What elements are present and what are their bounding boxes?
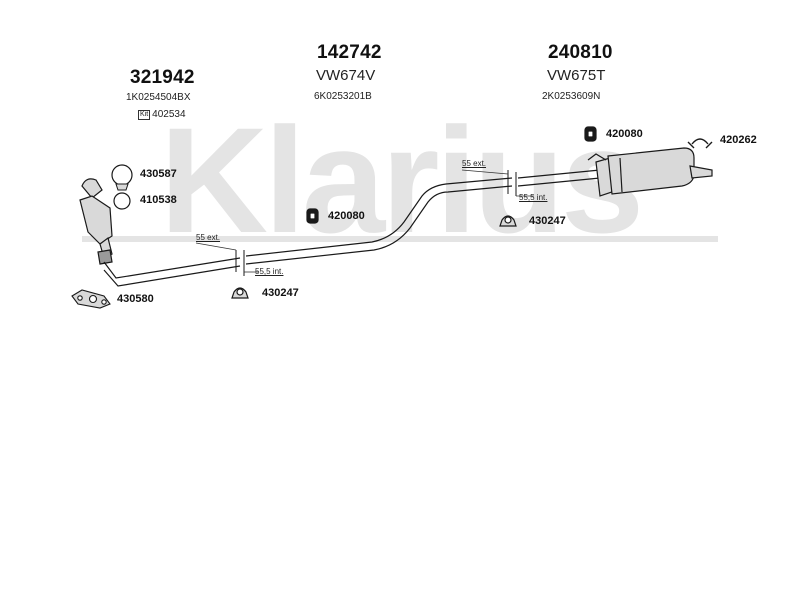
part-clamp-rear: 430247 [529, 215, 566, 227]
clamp-ring-bolt [115, 183, 129, 191]
kit-icon: Kit [138, 110, 151, 120]
part-clamp-front: 430247 [262, 287, 299, 299]
group-2-model: VW674V [316, 67, 376, 84]
front-pipe [103, 257, 241, 287]
group-3-code: 2K0253609N [542, 91, 601, 102]
dim-rear-int: 55,5 int. [519, 193, 548, 202]
rear-pipe [517, 169, 601, 187]
clamp-front-icon [231, 287, 249, 299]
group-3-model: VW675T [547, 67, 606, 84]
flange-gasket-icon [71, 289, 111, 309]
group-1-code: 1K0254504BX [126, 92, 191, 103]
dim-rear-ext: 55 ext. [462, 159, 487, 168]
dim-front-ext: 55 ext. [196, 233, 221, 242]
dim-front-int: 55,5 int. [255, 267, 284, 276]
part-clamp-ring: 430587 [140, 168, 177, 180]
dimension-leaders [195, 169, 534, 273]
part-hanger-rear: 420080 [606, 128, 643, 140]
group-2-number: 142742 [317, 42, 382, 63]
kit-number: 402534 [152, 109, 186, 120]
tail-hanger-icon [687, 138, 713, 149]
group-3-number: 240810 [548, 42, 613, 63]
part-hanger-middle: 420080 [328, 210, 365, 222]
clamp-ring-icon [111, 164, 133, 186]
group-1-number: 321942 [130, 67, 195, 88]
gasket-ring-icon [113, 192, 131, 210]
hanger-rear-icon [584, 126, 597, 142]
rear-silencer [595, 147, 713, 197]
part-gasket-ring: 410538 [140, 194, 177, 206]
hanger-middle-icon [306, 208, 319, 224]
catalytic-converter [79, 178, 113, 265]
part-tail-hanger: 420262 [720, 134, 757, 146]
middle-pipe [245, 177, 513, 265]
part-flange-gasket: 430580 [117, 293, 154, 305]
inlet-hanger [587, 153, 607, 161]
group-2-code: 6K0253201B [314, 91, 372, 102]
clamp-rear-icon [499, 215, 517, 227]
